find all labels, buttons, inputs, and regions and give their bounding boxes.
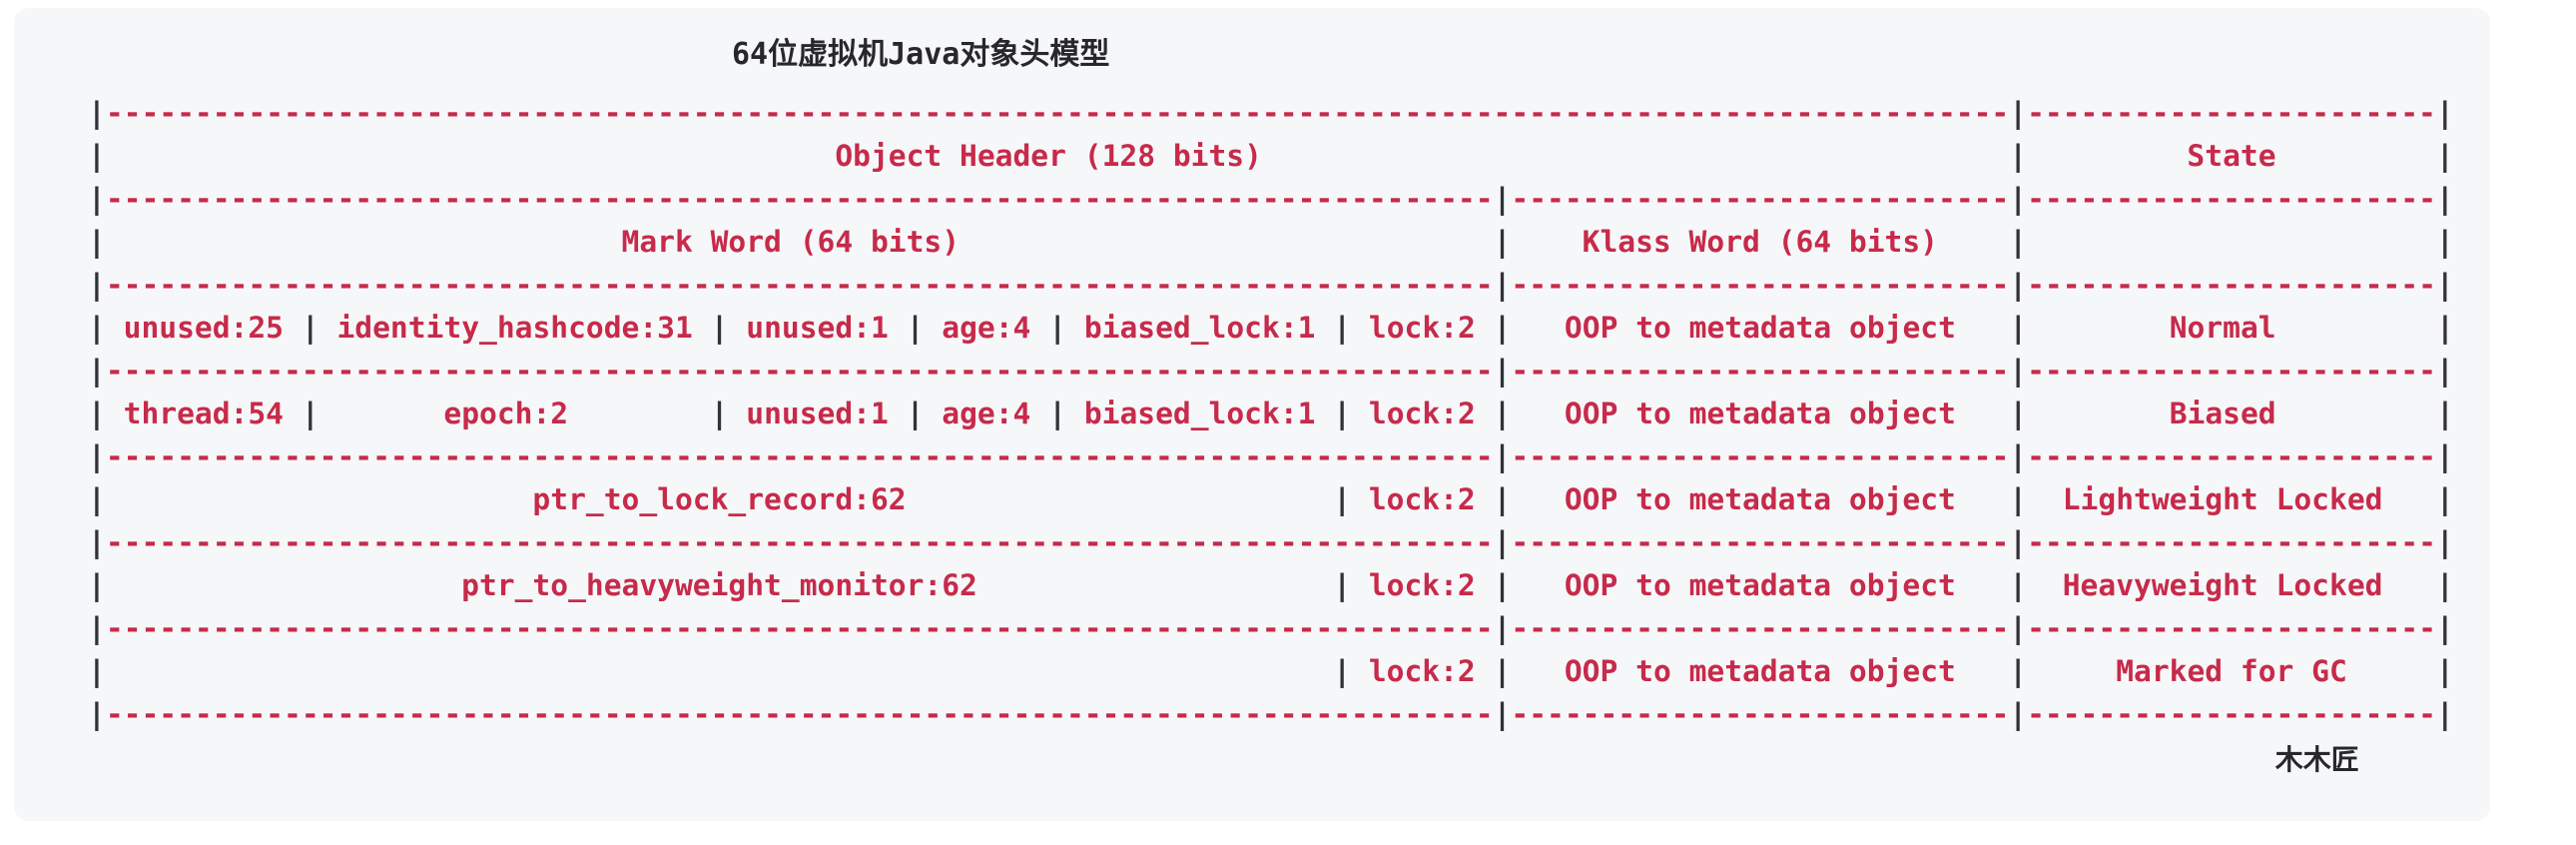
diagram-content: 64位虚拟机Java对象头模型 |-----------------------… — [14, 8, 2454, 781]
diagram-line: | unused:25 | identity_hashcode:31 | unu… — [88, 311, 2454, 345]
diagram-line: | thread:54 | epoch:2 | unused:1 | age:4… — [88, 397, 2454, 430]
diagram-line: |---------------------------------------… — [88, 697, 2454, 731]
diagram-line: |---------------------------------------… — [88, 525, 2454, 559]
diagram-line: |---------------------------------------… — [88, 611, 2454, 645]
diagram-line: |---------------------------------------… — [88, 354, 2454, 388]
diagram-line: |---------------------------------------… — [88, 268, 2454, 302]
diagram-line: | Mark Word (64 bits) | Klass Word (64 b… — [88, 225, 2454, 259]
diagram-line: | ptr_to_heavyweight_monitor:62 | lock:2… — [88, 568, 2454, 602]
diagram-title: 64位虚拟机Java对象头模型 — [732, 37, 1110, 72]
ascii-object-header-diagram: |---------------------------------------… — [88, 92, 2454, 736]
diagram-line: | Object Header (128 bits) | State | — [88, 139, 2454, 173]
diagram-line: | | lock:2 | OOP to metadata object | Ma… — [88, 654, 2454, 688]
diagram-line: |---------------------------------------… — [88, 96, 2454, 130]
author-signature: 木木匠 — [2274, 743, 2359, 776]
diagram-line: |---------------------------------------… — [88, 182, 2454, 216]
diagram-card: 64位虚拟机Java对象头模型 |-----------------------… — [14, 8, 2490, 821]
diagram-line: |---------------------------------------… — [88, 439, 2454, 473]
diagram-line: | ptr_to_lock_record:62 | lock:2 | OOP t… — [88, 482, 2454, 516]
